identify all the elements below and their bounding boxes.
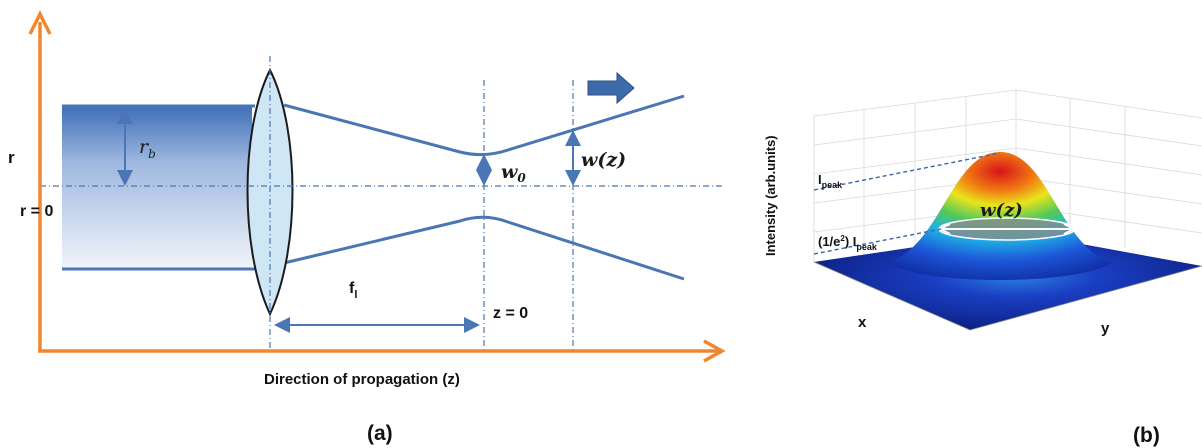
gaussian-peak xyxy=(888,152,1112,280)
x-axis-label: x xyxy=(858,314,867,331)
horizontal-axis-arrow-icon xyxy=(703,339,726,363)
panel-b-caption: (b) xyxy=(1133,424,1160,447)
waist-label: w0 xyxy=(501,161,526,185)
input-beam xyxy=(62,106,252,269)
base-plane-edges xyxy=(813,261,1202,331)
panel-a: r r = 0 rb w0 w(z) fl z = 0 Direction of… xyxy=(8,10,726,445)
peak-label: Ipeak xyxy=(818,172,843,190)
beam-width-3d-label: w(z) xyxy=(980,200,1023,221)
y-axis-label: y xyxy=(1101,320,1110,337)
propagation-axis-label: Direction of propagation (z) xyxy=(264,371,460,388)
threshold-level-line xyxy=(813,228,942,255)
panel-a-caption: (a) xyxy=(367,422,393,445)
r-axis-label: r xyxy=(8,148,15,167)
beam-width-arrowhead-right-icon xyxy=(1063,223,1077,235)
beam-lower-edge xyxy=(283,215,685,281)
focal-length-label: fl xyxy=(349,280,357,301)
origin-label: r = 0 xyxy=(20,203,53,220)
beam-radius-label: rb xyxy=(139,136,156,161)
threshold-label: (1/e2) Ipeak xyxy=(818,234,878,252)
focus-position-label: z = 0 xyxy=(493,305,528,322)
intensity-axis-label: Intensity (arb.units) xyxy=(763,135,778,256)
propagation-arrow-icon xyxy=(587,71,635,105)
vertical-axis-arrow-icon xyxy=(28,10,52,35)
beam-width-label: w(z) xyxy=(581,149,626,171)
panel-b: Intensity (arb.units) Ipeak (1/e2) Ipeak… xyxy=(763,89,1202,447)
peak-level-line xyxy=(813,152,1001,191)
